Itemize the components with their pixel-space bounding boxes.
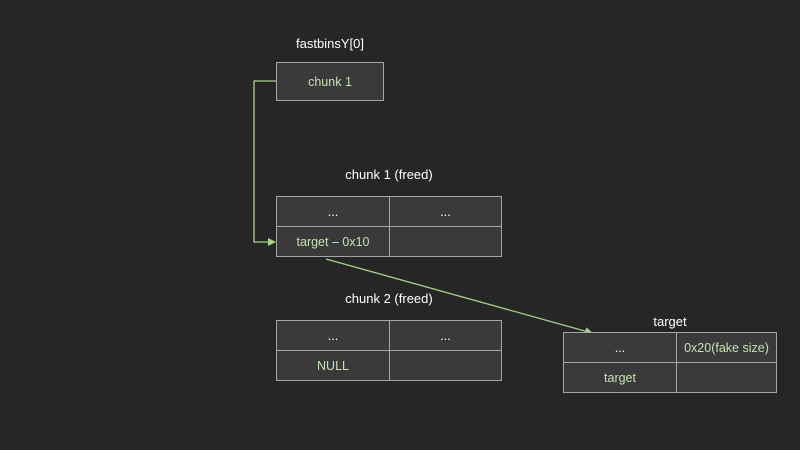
target-cell-empty bbox=[676, 362, 777, 393]
chunk1-cell-prev-size: ... bbox=[276, 196, 390, 227]
target-cell-prev-size: ... bbox=[563, 332, 677, 363]
chunk2-cell-prev-size: ... bbox=[276, 320, 390, 351]
arrow-fastbin-to-chunk1 bbox=[253, 80, 276, 246]
chunk1-cell-size: ... bbox=[389, 196, 502, 227]
target-cell-target: target bbox=[563, 362, 677, 393]
chunk2-cell-fd: NULL bbox=[276, 350, 390, 381]
target-cell-fake-size: 0x20(fake size) bbox=[676, 332, 777, 363]
chunk1-label: chunk 1 (freed) bbox=[345, 167, 433, 182]
chunk2-cell-bk bbox=[389, 350, 502, 381]
chunk1-cell-fd: target – 0x10 bbox=[276, 226, 390, 257]
fastbin-slot: chunk 1 bbox=[276, 62, 384, 101]
chunk2-cell-size: ... bbox=[389, 320, 502, 351]
chunk2-label: chunk 2 (freed) bbox=[345, 291, 433, 306]
arrow-chunk1-to-target bbox=[325, 258, 593, 335]
fastbins-label: fastbinsY[0] bbox=[296, 36, 364, 51]
chunk1-cell-bk bbox=[389, 226, 502, 257]
target-label: target bbox=[653, 314, 687, 329]
